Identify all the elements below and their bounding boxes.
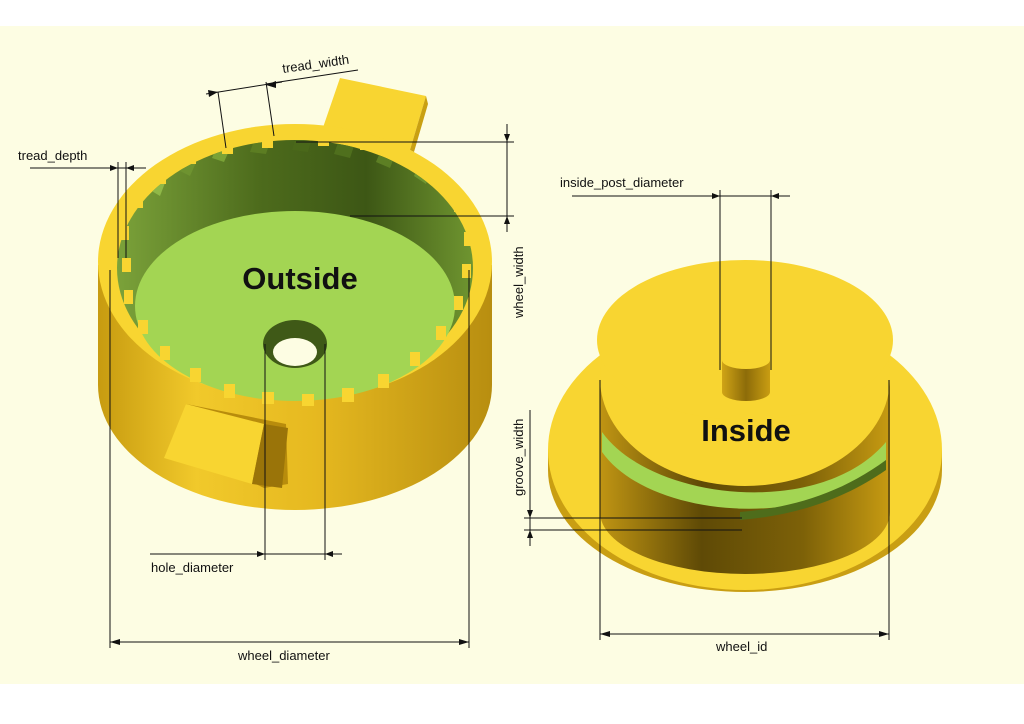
groove: [602, 432, 886, 509]
inside-hub: [548, 260, 942, 592]
wheel-diameter-label: wheel_diameter: [237, 648, 330, 663]
outside-wheel: [98, 78, 492, 510]
wheel-id-label: wheel_id: [715, 639, 767, 654]
groove-width-label: groove_width: [511, 419, 526, 496]
inner-floor: [135, 211, 455, 401]
top-tab-side: [410, 96, 428, 152]
front-tab-edge: [252, 424, 288, 488]
wheel-width-label: wheel_width: [511, 246, 526, 319]
inside-title: Inside: [701, 413, 791, 448]
hole-opening: [273, 338, 317, 366]
dimension-lines: [30, 69, 890, 648]
inside-post-diameter-label: inside_post_diameter: [560, 175, 684, 190]
post-top: [722, 351, 770, 369]
tread-teeth: [120, 136, 473, 406]
groove-shadow: [740, 460, 886, 520]
cap-dome: [597, 260, 893, 420]
hole-diameter-label: hole_diameter: [151, 560, 234, 575]
outside-title: Outside: [242, 261, 357, 296]
front-tab-face: [164, 404, 264, 484]
tread-depth-label: tread_depth: [18, 148, 87, 163]
post-side: [722, 360, 770, 401]
